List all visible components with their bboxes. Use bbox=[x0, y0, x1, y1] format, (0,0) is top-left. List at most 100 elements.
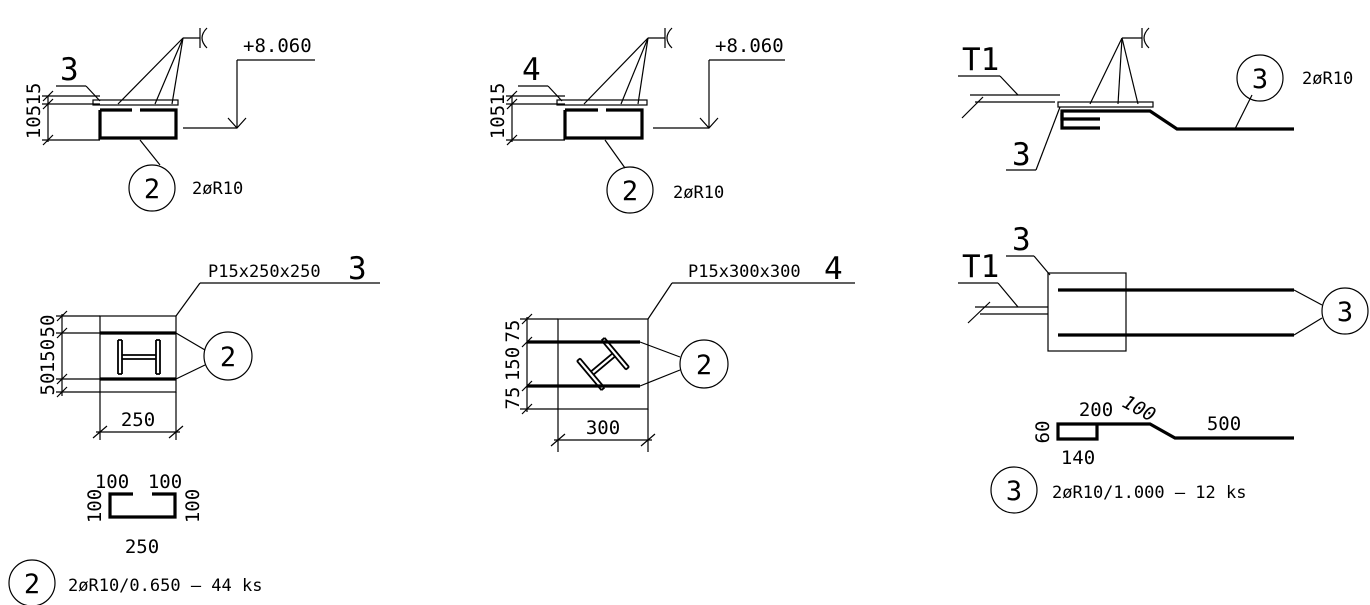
marker-number: 2 bbox=[144, 174, 160, 205]
dim-tick-icon bbox=[550, 433, 656, 447]
bar-3-schedule: 200 100 500 60 140 3 2øR10/1.000 – 12 ks bbox=[990, 391, 1294, 514]
bar-2-leader bbox=[139, 139, 161, 166]
dim-text: 75 bbox=[502, 320, 524, 343]
dim-tick-icon bbox=[56, 310, 68, 398]
plate-4-plan bbox=[557, 318, 649, 410]
bar-3-hook bbox=[1060, 113, 1100, 130]
marker-number: 3 bbox=[1337, 297, 1353, 328]
detail-plan-t1: T1 3 3 bbox=[958, 222, 1369, 352]
bar-2-section bbox=[563, 108, 644, 140]
column-rotated bbox=[576, 337, 630, 391]
marker-number: 2 bbox=[696, 350, 712, 381]
elevation-label: +8.060 bbox=[715, 35, 784, 57]
bar-2-leader bbox=[604, 139, 626, 169]
marker-number: 2 bbox=[24, 569, 40, 600]
dim-text: 50 bbox=[37, 373, 59, 396]
bar-3-leader bbox=[1293, 317, 1323, 336]
dim-text: 140 bbox=[1061, 447, 1095, 469]
dim-text: 250 bbox=[125, 536, 159, 558]
rebar-label: 2øR10 bbox=[192, 179, 243, 199]
plate-mark: 3 bbox=[348, 251, 367, 287]
schedule-spec: 2øR10/0.650 – 44 ks bbox=[68, 576, 262, 596]
column-flange bbox=[600, 337, 630, 371]
dim-text: 300 bbox=[586, 417, 620, 439]
dim-tick-icon bbox=[92, 425, 184, 439]
column-flange bbox=[117, 339, 123, 375]
plate-spec: P15x250x250 bbox=[208, 262, 321, 282]
dim-tick-icon bbox=[506, 90, 518, 146]
marker-circle bbox=[606, 166, 654, 214]
plate-mark-leader bbox=[1035, 106, 1061, 171]
marker-circle bbox=[1236, 54, 1284, 102]
weld-leader bbox=[171, 37, 184, 105]
marker-circle bbox=[679, 339, 729, 389]
dim-text: 100 bbox=[1118, 391, 1159, 427]
bar-2-leader bbox=[639, 341, 681, 358]
dim-text: 100 bbox=[84, 489, 106, 523]
plate-mark: 4 bbox=[824, 251, 843, 287]
dim-text: 200 bbox=[1079, 399, 1113, 421]
weld-leader bbox=[117, 37, 184, 105]
marker-number: 2 bbox=[220, 342, 236, 373]
weld-leader bbox=[583, 37, 649, 105]
detail-plan-plate-3: P15x250x250 3 2 50 150 50 250 bbox=[37, 251, 380, 440]
plate-mark: 3 bbox=[60, 52, 79, 88]
dim-text: 250 bbox=[121, 409, 155, 431]
dim-text: 150 bbox=[502, 347, 524, 381]
dim-text: 15 bbox=[487, 83, 509, 106]
t1-leader bbox=[999, 75, 1019, 96]
weld-leader bbox=[1121, 37, 1139, 105]
elevation-arrow-icon bbox=[227, 117, 247, 129]
detail-section-plate-3: +8.060 3 15 105 2 2øR10 bbox=[23, 27, 315, 212]
marker-number: 3 bbox=[1252, 64, 1268, 95]
weld-leader bbox=[1089, 37, 1123, 105]
dim-text: 100 bbox=[182, 489, 204, 523]
dim-text: 500 bbox=[1207, 413, 1241, 435]
plate-3-section bbox=[1057, 101, 1154, 108]
column-flange bbox=[155, 339, 161, 375]
bar-2-shape bbox=[108, 492, 177, 519]
bar-3-section bbox=[1060, 109, 1294, 131]
rebar-label: 2øR10 bbox=[673, 183, 724, 203]
dim-text: 150 bbox=[37, 339, 59, 373]
bar-2-schedule: 100 100 100 100 250 2 2øR10/0.650 – 44 k… bbox=[8, 471, 262, 605]
plate-mark-leader bbox=[85, 85, 101, 102]
bar-2-section bbox=[98, 108, 178, 140]
weld-symbol-icon bbox=[664, 27, 673, 49]
break-line bbox=[967, 301, 991, 324]
marker-circle bbox=[203, 331, 253, 381]
plate-spec: P15x300x300 bbox=[688, 262, 801, 282]
t1-label: T1 bbox=[962, 42, 999, 78]
marker-number: 3 bbox=[1006, 476, 1022, 507]
weld-leader bbox=[637, 37, 649, 105]
column-web bbox=[590, 352, 616, 376]
marker-circle bbox=[128, 164, 176, 212]
dim-text: 100 bbox=[95, 471, 129, 493]
dim-text: 100 bbox=[148, 471, 182, 493]
column-web bbox=[122, 354, 156, 360]
marker-circle bbox=[1321, 287, 1369, 335]
dim-text: 105 bbox=[23, 105, 45, 139]
detail-section-plate-4: +8.060 4 15 105 2 2øR10 bbox=[487, 27, 785, 214]
bar-3-leader bbox=[1293, 289, 1323, 306]
spec-leader bbox=[647, 282, 673, 320]
detail-plan-plate-4: P15x300x300 4 2 75 150 75 300 bbox=[502, 251, 855, 452]
bar-2-leader bbox=[175, 364, 206, 380]
rebar-label: 2øR10 bbox=[1302, 69, 1353, 89]
plate-3-section bbox=[92, 99, 179, 106]
dim-text: 15 bbox=[23, 83, 45, 106]
weld-symbol-icon bbox=[1141, 27, 1150, 49]
weld-leader bbox=[620, 37, 649, 105]
schedule-spec: 2øR10/1.000 – 12 ks bbox=[1052, 483, 1246, 503]
weld-symbol-icon bbox=[199, 27, 208, 49]
weld-leader bbox=[154, 37, 184, 105]
marker-circle bbox=[990, 466, 1038, 514]
dim-text: 105 bbox=[487, 105, 509, 139]
plate-mark-leader bbox=[1033, 255, 1051, 276]
dim-text: 50 bbox=[37, 315, 59, 338]
t1-leader bbox=[997, 282, 1019, 308]
plate-mark: 3 bbox=[1012, 137, 1031, 173]
bar-3-leader bbox=[1234, 94, 1253, 130]
plate-mark: 4 bbox=[522, 52, 541, 88]
